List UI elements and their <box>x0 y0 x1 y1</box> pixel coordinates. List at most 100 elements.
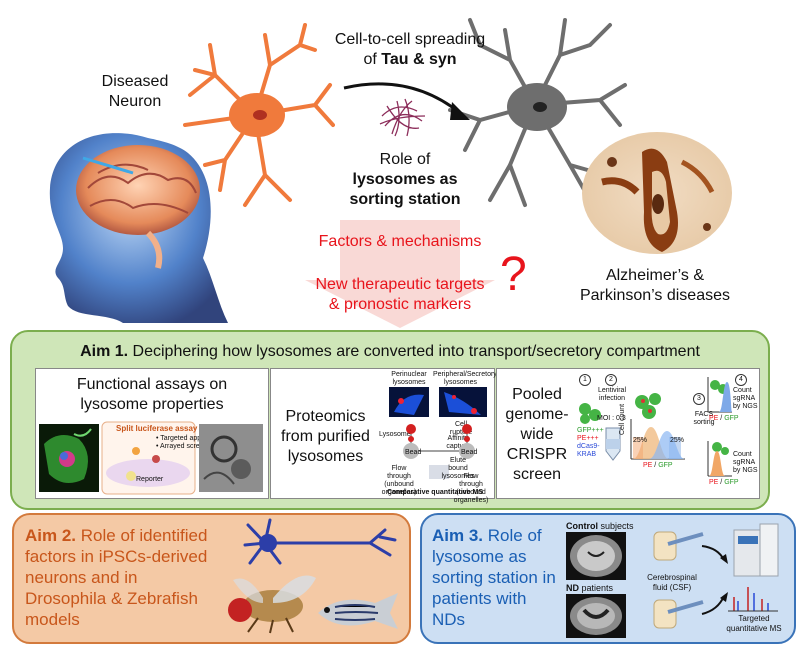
histogram-main <box>630 419 685 460</box>
ms-label: Targeted quantitative MS <box>718 614 790 634</box>
axis-slash-2: / <box>718 415 725 422</box>
diseased-neuron-label: Diseased Neuron <box>90 72 180 112</box>
luciferase-diagram <box>101 421 196 495</box>
step1-circle: 1 <box>579 374 591 386</box>
aim1-heading: Aim 1. Deciphering how lysosomes are con… <box>12 342 768 362</box>
crispr-line5: screen <box>512 466 562 483</box>
gfp-plus-label: GFP+++ <box>577 427 604 434</box>
luciferase-item1: • Targeted approach <box>156 435 219 442</box>
functional-title-line2: lysosome properties <box>80 396 224 413</box>
nd-label: ND patients <box>566 583 613 593</box>
axis-gfp: GFP <box>658 462 673 469</box>
aim1-label: Aim 1. <box>80 343 129 360</box>
diseased-label-line2: Neuron <box>108 93 162 110</box>
elute-label: Elute bound lysosomes <box>441 457 475 480</box>
hist-axis-label: PE / GFP <box>643 462 673 470</box>
luciferase-item2: • Arrayed screen <box>156 443 208 450</box>
dcas-label: dCas9-KRAB <box>577 443 600 458</box>
flow-label-2: Flow through (unbound organelles) <box>453 473 489 504</box>
crispr-line3: wide <box>520 426 554 443</box>
role-line: Role of <box>379 151 431 168</box>
spreading-of: of <box>363 51 377 68</box>
drosophila-icon <box>228 575 316 634</box>
histogram-sorted-top <box>707 377 732 413</box>
spreading-line2: of Tau & syn <box>320 50 500 70</box>
crispr-line4: CRISPR <box>506 446 568 463</box>
aim2-line2: neurons and in <box>25 568 138 587</box>
aim3-line4: NDs <box>432 610 466 629</box>
bead-label-1: Bead <box>405 449 422 456</box>
question-mark: ? <box>500 248 527 301</box>
count-label-2: Count sgRNA by NGS <box>733 451 758 474</box>
aggregate-icon <box>379 98 426 137</box>
aim3-line2: sorting station in <box>432 568 556 587</box>
down-arrow <box>305 220 495 328</box>
electron-micrograph <box>199 424 263 492</box>
ms-spectrum <box>728 587 778 612</box>
aim1-text: Deciphering how lysosomes are converted … <box>132 343 700 360</box>
factors-text: Factors & mechanisms <box>318 233 482 250</box>
disease-line2: Parkinson’s diseases <box>579 287 730 304</box>
mass-spec-instrument <box>733 523 779 577</box>
targets-line2: & pronostic markers <box>328 296 472 313</box>
affinity-diagram <box>403 424 475 479</box>
step2-circle: 2 <box>605 374 617 386</box>
aim3-line1: lysosome as <box>432 547 527 566</box>
syringe-icons <box>653 531 704 629</box>
head-brain-illustration <box>49 133 228 323</box>
aim2-line3: Drosophila & Zebrafish <box>25 589 198 608</box>
aim2-line0: Aim 2. Role of identified <box>25 525 240 546</box>
aim3-label: Aim 3. <box>432 526 484 545</box>
control-label: Control subjects <box>566 521 634 531</box>
axis-pe: PE <box>643 462 653 469</box>
axis-gfp-3: GFP <box>724 479 739 486</box>
axis-slash-3: / <box>718 479 725 486</box>
facs-label: FACS sorting <box>693 411 715 426</box>
axis-slash: / <box>652 462 659 469</box>
lenti-label: Lentiviral infection <box>597 387 626 402</box>
sorted-axis-bottom: PE / GFP <box>709 479 739 487</box>
nd-rest: patients <box>581 583 614 593</box>
aim3-arrows <box>701 545 728 615</box>
step3-circle: 3 <box>693 393 705 405</box>
nd-bold: ND <box>566 583 579 593</box>
csf-label: Cerebrospinal fluid (CSF) <box>632 573 712 593</box>
aim3-text: Aim 3. Role of lysosome as sorting stati… <box>432 525 572 630</box>
tube-icon <box>605 427 621 461</box>
role-bold2: sorting station <box>349 191 461 208</box>
comparative-ms-label: Comparative quantitative MS <box>386 489 484 496</box>
moi-label: MOI : 0.3 <box>597 415 626 422</box>
aim1-proteomics-box: Proteomics from purified lysosomes Perin… <box>270 368 497 504</box>
ms-line2: quantitative MS <box>726 624 782 633</box>
aim2-text: Aim 2. Role of identified factors in iPS… <box>25 525 240 630</box>
luciferase-title: Split luciferase assay <box>116 424 198 433</box>
histology-image <box>582 132 732 254</box>
cell-rupture-label: Cell rupture <box>449 421 473 436</box>
csf-line2: fluid (CSF) <box>652 583 692 592</box>
spreading-text: Cell-to-cell spreading of Tau & syn <box>320 30 500 70</box>
axis-pe-3: PE <box>709 479 719 486</box>
peri-label: Perinuclear lysosomes <box>391 371 427 386</box>
spreading-line1: Cell-to-cell spreading <box>334 31 486 48</box>
fluorescence-image <box>39 424 99 492</box>
csf-line1: Cerebrospinal <box>647 573 697 582</box>
crispr-line1: Pooled <box>512 386 562 403</box>
histogram-sorted-bottom <box>707 441 732 477</box>
role-bold1: lysosomes as <box>352 171 458 188</box>
functional-title-line1: Functional assays on <box>76 376 228 393</box>
role-text: Role of lysosomes as sorting station <box>335 150 475 210</box>
periph-label: Peripheral/Secretory lysosomes <box>433 371 497 386</box>
cellcount-label: Cell count <box>619 403 626 435</box>
aim2-label: Aim 2. <box>25 526 77 545</box>
aim2-rest: Role of identified <box>80 526 208 545</box>
proteomics-line1: Proteomics <box>285 408 366 425</box>
proteomics-line3: lysosomes <box>287 448 364 465</box>
ms-line1: Targeted <box>738 614 770 623</box>
orange-neuron-icon <box>183 23 335 207</box>
crispr-line2: genome- <box>505 406 569 423</box>
proteomics-title: Proteomics from purified lysosomes <box>273 407 378 467</box>
crispr-cells <box>579 393 661 424</box>
luciferase-reporter: Reporter <box>136 476 164 483</box>
spreading-arrow <box>343 82 470 120</box>
count-label-1: Count sgRNA by NGS <box>733 387 758 410</box>
